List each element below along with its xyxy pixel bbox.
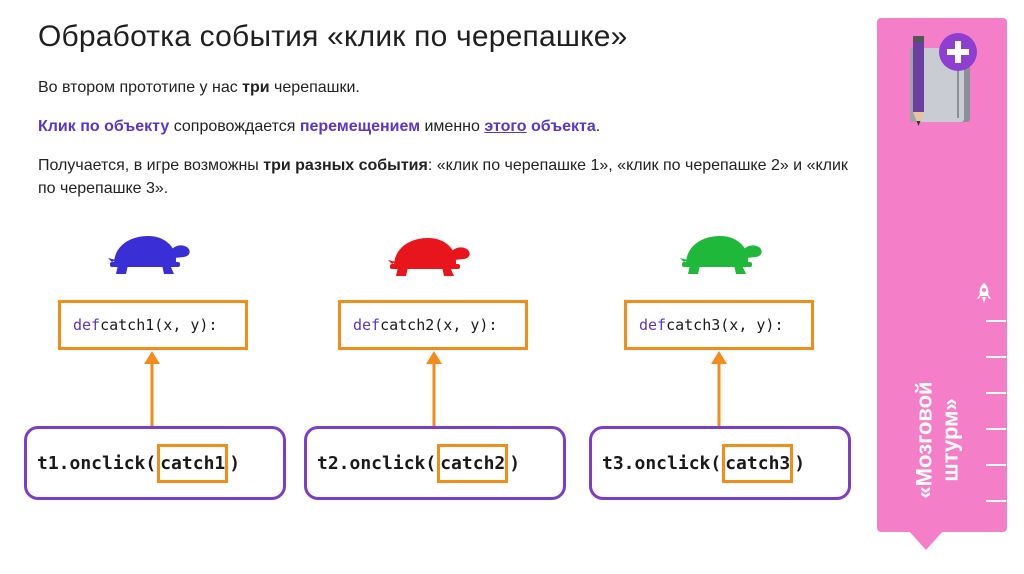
page-title: Обработка события «клик по черепашке» [38,20,628,54]
onclick-t3-box: t3.onclick(catch3) [589,426,851,500]
code-text: t3.onclick( [602,453,721,474]
rocket-icon [976,282,992,304]
function-signature: catch3(x, y): [666,316,783,334]
def-catch3-box: def catch3(x, y): [624,300,814,350]
red-turtle-icon [388,236,472,278]
highlight-text: перемещением [300,118,420,135]
paragraph-click: Клик по объекту сопровождается перемещен… [38,115,838,138]
onclick-t1-box: t1.onclick(catch1) [24,426,286,500]
code-text: t1.onclick( [37,453,156,474]
text: именно [420,118,484,135]
highlight-text: объекта [531,118,596,135]
text: черепашки. [270,79,360,96]
text: . [596,118,600,135]
code-text: ) [794,453,805,474]
text: Получается, в игре возможны [38,157,263,174]
scale-tick [986,356,1006,358]
plus-icon [938,32,978,72]
sidebar-notch [908,530,944,550]
arrow-up-1 [142,350,162,428]
callback-highlight: catch1 [157,444,228,483]
callback-highlight: catch3 [722,444,793,483]
def-catch2-box: def catch2(x, y): [338,300,528,350]
paragraph-intro: Во втором прототипе у нас три черепашки. [38,76,838,99]
code-text: ) [509,453,520,474]
green-turtle-icon [680,234,764,276]
keyword: def [353,316,380,334]
blue-turtle-icon [108,234,192,276]
function-signature: catch2(x, y): [380,316,497,334]
bold-text: три [242,79,269,96]
arrow-up-3 [709,350,729,428]
keyword: def [73,316,100,334]
text: Во втором прототипе у нас [38,79,242,96]
code-text: t2.onclick( [317,453,436,474]
onclick-t2-box: t2.onclick(catch2) [304,426,566,500]
scale-tick [986,320,1006,322]
function-signature: catch1(x, y): [100,316,217,334]
arrow-up-2 [424,350,444,428]
callback-highlight: catch2 [437,444,508,483]
paragraph-events: Получается, в игре возможны три разных с… [38,154,848,200]
underlined-highlight-text: этого [484,118,526,135]
bold-text: три разных события [263,157,428,174]
highlight-text: Клик по объекту [38,118,169,135]
def-catch1-box: def catch1(x, y): [58,300,248,350]
text: сопровождается [169,118,300,135]
code-text: ) [229,453,240,474]
keyword: def [639,316,666,334]
